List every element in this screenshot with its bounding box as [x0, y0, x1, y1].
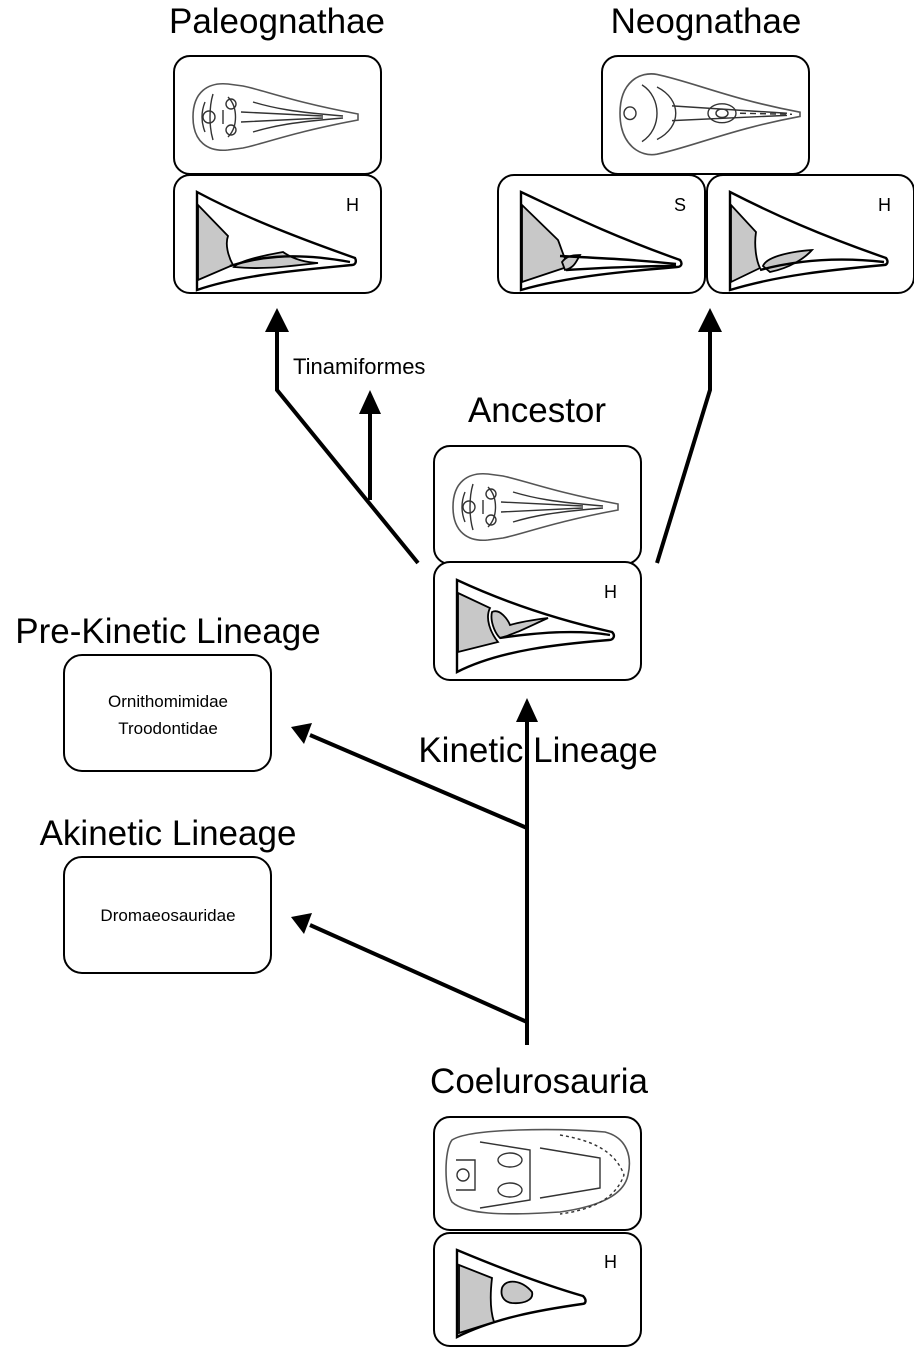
marker-paleognathae: H: [346, 195, 359, 215]
arrowhead-ancestor: [516, 698, 538, 722]
akinetic-node: Akinetic Lineage Dromaeosauridae: [40, 814, 297, 973]
taxon-label-ancestor: Ancestor: [468, 391, 606, 430]
paleognathae-node: Paleognathae H: [169, 2, 385, 293]
paleognathae-skull-panel: [174, 56, 381, 174]
arrowhead-pre-kinetic: [291, 723, 312, 744]
marker-neognathae-s: S: [674, 195, 686, 215]
ancestor-node: Ancestor H: [434, 391, 641, 680]
coelurosauria-node: Coelurosauria H: [430, 1062, 648, 1346]
lineage-label-akinetic: Akinetic Lineage: [40, 814, 297, 853]
edge-neognathae: [657, 330, 710, 563]
edge-akinetic: [310, 925, 527, 1022]
arrowhead-tinamiformes: [359, 390, 381, 414]
neognathae-skull-panel: [602, 56, 809, 174]
marker-coelurosauria: H: [604, 1252, 617, 1272]
group-label-dromaeosauridae: Dromaeosauridae: [100, 906, 235, 925]
lineage-label-kinetic: Kinetic Lineage: [418, 731, 657, 770]
group-label-ornithomimidae: Ornithomimidae: [108, 692, 228, 711]
pre-kinetic-node: Pre-Kinetic Lineage Ornithomimidae Trood…: [15, 612, 320, 771]
taxon-label-neognathae: Neognathae: [611, 2, 802, 41]
arrowhead-akinetic: [291, 913, 312, 934]
taxon-label-tinamiformes: Tinamiformes: [293, 354, 425, 379]
marker-neognathae-h: H: [878, 195, 891, 215]
taxon-label-coelurosauria: Coelurosauria: [430, 1062, 648, 1101]
marker-ancestor: H: [604, 582, 617, 602]
neognathae-node: Neognathae S H: [498, 2, 914, 293]
pre-kinetic-panel: [64, 655, 271, 771]
group-label-troodontidae: Troodontidae: [118, 719, 218, 738]
ancestor-skull-panel: [434, 446, 641, 564]
arrowhead-paleognathae: [265, 308, 289, 332]
taxon-label-paleognathae: Paleognathae: [169, 2, 385, 41]
lineage-label-pre-kinetic: Pre-Kinetic Lineage: [15, 612, 320, 651]
arrowhead-neognathae: [698, 308, 722, 332]
